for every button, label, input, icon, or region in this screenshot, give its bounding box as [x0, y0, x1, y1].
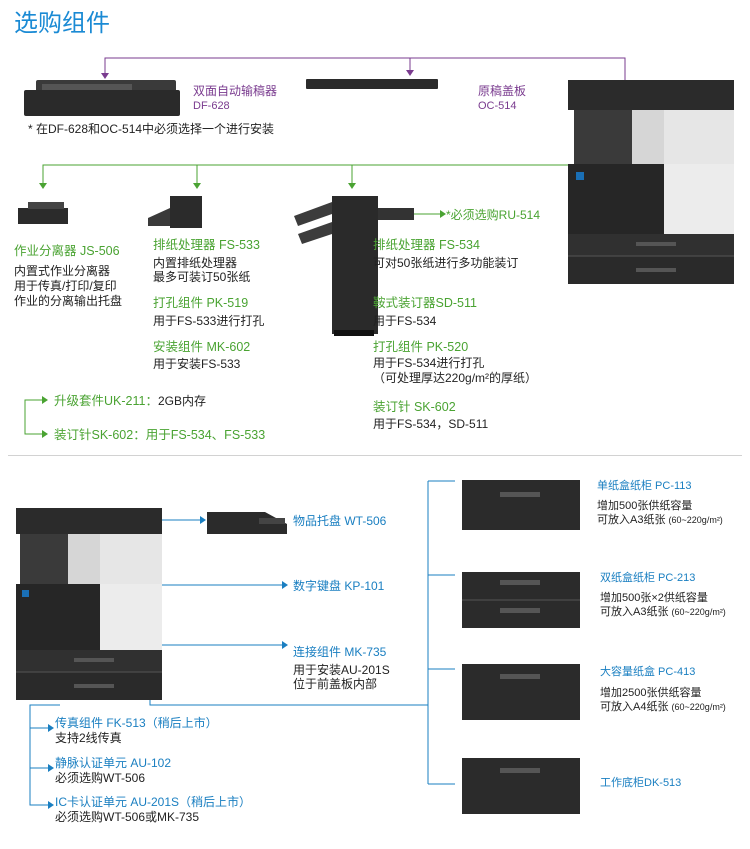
pc413-paper: 可放入A4纸张: [600, 701, 669, 713]
finisher-fs534-image: [294, 196, 414, 336]
pc113-line1: 增加500张供纸容量: [597, 500, 693, 512]
pc213-paper: 可放入A3纸张: [600, 606, 669, 618]
dk513-image: [462, 758, 580, 814]
pc113-paper: 可放入A3纸张: [597, 514, 666, 526]
arrow-icon: [42, 396, 48, 404]
uk211-row: 升级套件UK-211：2GB内存: [54, 394, 206, 408]
df628-model: DF-628: [193, 100, 230, 112]
arrow-icon: [282, 641, 288, 649]
pc113-title: 单纸盒纸柜 PC-113: [597, 480, 692, 492]
mk735-line1: 用于安装AU-201S: [293, 663, 390, 677]
pc213-image: [462, 572, 580, 628]
au102-title: 静脉认证单元 AU-102: [55, 756, 172, 770]
selection-note: * 在DF-628和OC-514中必须选择一个进行安装: [28, 122, 275, 136]
au201s-title: IC卡认证单元 AU-201S（稍后上市）: [55, 795, 252, 809]
fs533-title: 排纸处理器 FS-533: [153, 238, 260, 252]
js506-line3: 作业的分离输出托盘: [14, 294, 123, 308]
pc213-spec: (60~220g/m²): [671, 607, 726, 617]
pc213-title: 双纸盒纸柜 PC-213: [600, 572, 696, 584]
oc514-model: OC-514: [478, 100, 517, 112]
printer-image: [568, 80, 734, 284]
dk513-label: 工作底柜DK-513: [600, 777, 682, 789]
sk602-title: 装订针 SK-602: [373, 400, 456, 414]
pk520-line2: （可处理厚达220g/m²的厚纸）: [373, 371, 538, 385]
arrow-icon: [406, 70, 414, 76]
pk520-line1: 用于FS-534进行打孔: [373, 356, 485, 370]
oc514-name: 原稿盖板: [478, 84, 527, 98]
pc213-line1: 增加500张×2供纸容量: [600, 592, 708, 604]
mk735-line2: 位于前盖板内部: [293, 677, 378, 691]
ru514-note: *必须选购RU-514: [446, 208, 541, 222]
pk519-title: 打孔组件 PK-519: [153, 296, 249, 310]
section-divider: [8, 455, 742, 456]
pc113-image: [462, 480, 580, 530]
js506-line1: 内置式作业分离器: [14, 264, 111, 278]
arrow-icon: [348, 183, 356, 189]
pc113-spec: (60~220g/m²): [668, 515, 723, 525]
pc113-line2: 可放入A3纸张 (60~220g/m²): [597, 514, 723, 527]
printer-base-image: [16, 508, 162, 700]
js506-title: 作业分离器 JS-506: [14, 244, 120, 258]
arrow-icon: [42, 430, 48, 438]
pc413-line1: 增加2500张供纸容量: [600, 687, 702, 699]
js506-line2: 用于传真/打印/复印: [14, 279, 117, 293]
mk602-desc: 用于安装FS-533: [153, 357, 241, 371]
pc213-line2: 可放入A3纸张 (60~220g/m²): [600, 606, 726, 619]
sk602-staple-note: 装订针SK-602：用于FS-534、FS-533: [54, 428, 266, 442]
fk513-desc: 支持2线传真: [55, 731, 122, 745]
arrow-icon: [440, 210, 446, 218]
arrow-icon: [48, 764, 54, 772]
sk602-desc: 用于FS-534，SD-511: [373, 417, 489, 431]
sd511-desc: 用于FS-534: [373, 314, 437, 328]
au102-desc: 必须选购WT-506: [55, 771, 146, 785]
fs534-desc: 可对50张纸进行多功能装订: [373, 256, 519, 270]
pc413-spec: (60~220g/m²): [671, 702, 726, 712]
original-cover-image: [306, 79, 438, 89]
job-separator-image: [18, 202, 68, 224]
pc413-image: [462, 664, 580, 720]
au201s-desc: 必须选购WT-506或MK-735: [55, 810, 200, 824]
page-title: 选购组件: [14, 10, 110, 37]
df628-name: 双面自动输稿器: [193, 84, 278, 98]
document-feeder-image: [24, 80, 180, 116]
fs534-title: 排纸处理器 FS-534: [373, 238, 480, 252]
arrow-icon: [282, 581, 288, 589]
pc413-line2: 可放入A4纸张 (60~220g/m²): [600, 701, 726, 714]
arrow-icon: [193, 183, 201, 189]
finisher-fs533-image: [148, 196, 202, 228]
sd511-title: 鞍式装订器SD-511: [373, 296, 477, 310]
work-tray-image: [207, 512, 287, 534]
fs533-line2: 最多可装订50张纸: [153, 270, 251, 284]
mk602-title: 安装组件 MK-602: [153, 340, 251, 354]
uk211-desc: 2GB内存: [157, 394, 206, 408]
fk513-title: 传真组件 FK-513（稍后上市）: [55, 716, 218, 730]
arrow-icon: [200, 516, 206, 524]
pc413-title: 大容量纸盒 PC-413: [600, 666, 696, 678]
fs533-line1: 内置排纸处理器: [153, 256, 238, 270]
uk211-title: 升级套件UK-211：: [54, 394, 158, 408]
pk519-desc: 用于FS-533进行打孔: [153, 314, 265, 328]
pk520-title: 打孔组件 PK-520: [373, 340, 469, 354]
arrow-icon: [101, 73, 109, 79]
arrow-icon: [48, 801, 54, 809]
wt506-label: 物品托盘 WT-506: [293, 514, 387, 528]
arrow-icon: [39, 183, 47, 189]
kp101-label: 数字键盘 KP-101: [293, 579, 385, 593]
mk735-title: 连接组件 MK-735: [293, 645, 387, 659]
arrow-icon: [48, 724, 54, 732]
